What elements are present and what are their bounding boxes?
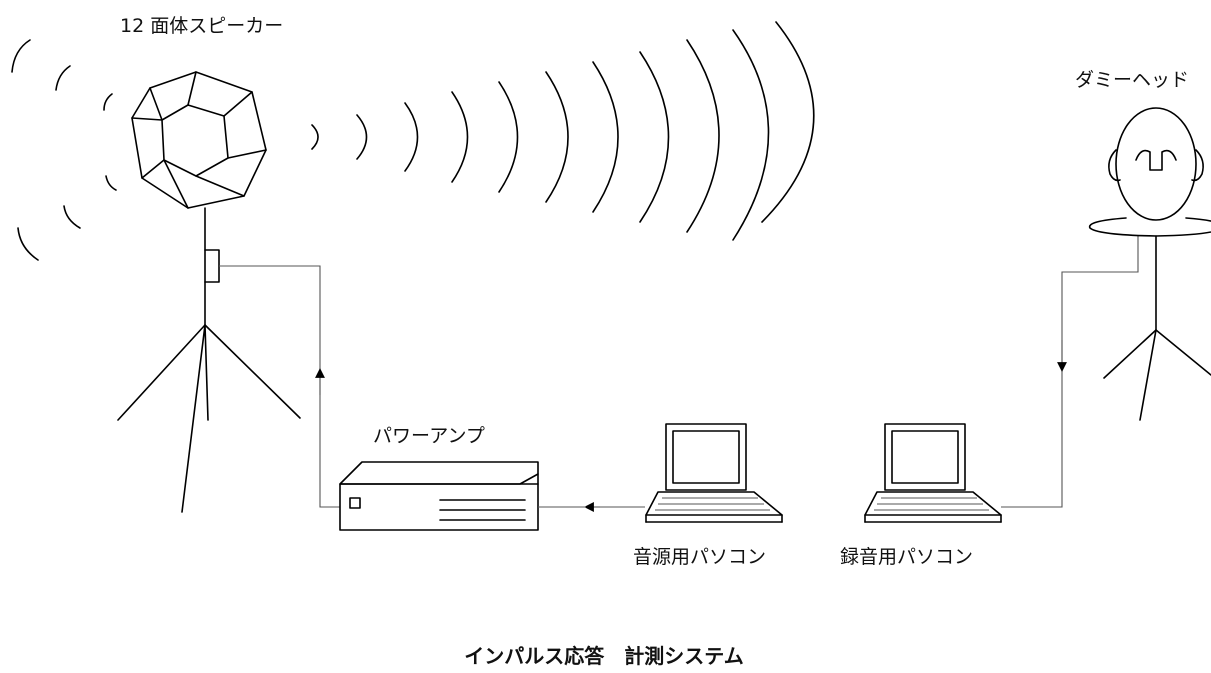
- dummy-head-cable: [1001, 236, 1139, 508]
- dodecahedron-speaker-icon: [131, 71, 267, 209]
- speaker-label: 12 面体スピーカー: [120, 15, 283, 37]
- source-pc-label: 音源用パソコン: [633, 546, 766, 568]
- power-amp-device: [339, 461, 539, 531]
- source-laptop-icon: [645, 423, 783, 523]
- speaker-cable: [219, 265, 340, 508]
- sound-waves-left: [11, 39, 117, 261]
- speaker-tripod: [117, 207, 301, 513]
- sound-waves-right: [311, 21, 815, 241]
- recording-pc-label: 録音用パソコン: [840, 546, 973, 568]
- dummy-head-icon: [1088, 107, 1211, 421]
- diagram-caption: インパルス応答 計測システム: [464, 644, 743, 668]
- recording-laptop-icon: [864, 423, 1002, 523]
- speaker-connector-box: [204, 249, 220, 283]
- dummy-head-label: ダミーヘッド: [1075, 69, 1189, 91]
- power-amp-label: パワーアンプ: [373, 425, 485, 447]
